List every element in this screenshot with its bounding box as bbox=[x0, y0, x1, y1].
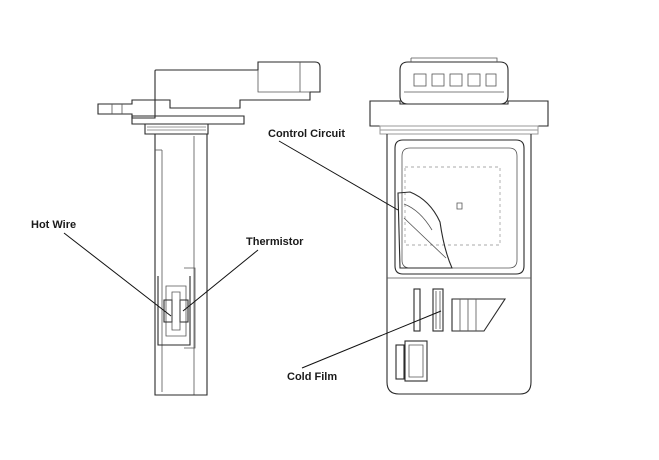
control-circuit-leader bbox=[278, 140, 399, 211]
cold-film-leader bbox=[301, 310, 442, 369]
hot-wire-leader bbox=[63, 232, 172, 317]
front-view-sensor bbox=[369, 57, 549, 395]
control-circuit-label: Control Circuit bbox=[268, 128, 345, 140]
thermistor-leader bbox=[182, 249, 259, 312]
thermistor-label: Thermistor bbox=[246, 236, 304, 248]
side-view-sensor bbox=[97, 61, 321, 396]
leader-lines bbox=[63, 140, 442, 369]
hot-wire-label: Hot Wire bbox=[31, 219, 77, 231]
cold-film-label: Cold Film bbox=[287, 371, 338, 383]
